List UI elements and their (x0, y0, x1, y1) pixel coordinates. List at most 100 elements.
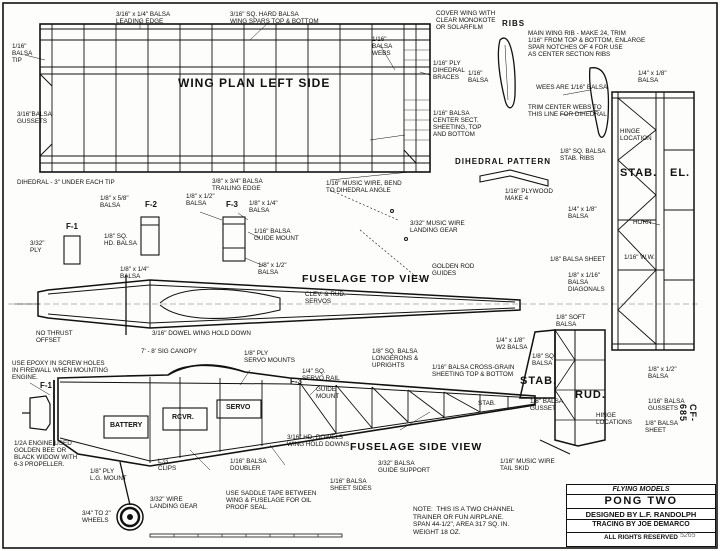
servo-label: SERVO (226, 404, 251, 411)
wing-gussets-note: 3/16"BALSA GUSSETS (17, 111, 52, 125)
stab-plan (611, 91, 695, 351)
servos-note: CLEV. & RUD. SERVOS (305, 291, 346, 305)
ribs-note: MAIN WING RIB - MAKE 24, TRIM 1/16" FROM… (528, 30, 646, 58)
former-f2-note-3: 1/8" x 1/4" BALSA (120, 266, 149, 280)
doubler-note: 1/16" BALSA DOUBLER (230, 458, 267, 472)
ribs-title: RIBS (502, 19, 526, 28)
firewall-epoxy-note: USE EPOXY IN SCREW HOLES IN FIREWALL WHE… (12, 360, 109, 381)
title-block-rule (567, 519, 715, 520)
rudder-balsa-note: 1/8" x 1/2" BALSA (648, 366, 677, 380)
title-block-rule (567, 494, 715, 495)
signature: 5265 (680, 532, 696, 539)
fin-square-balsa-note: 1/8" SQ BALSA (532, 353, 554, 367)
general-note: NOTE: THIS IS A TWO CHANNEL TRAINER OR F… (413, 506, 515, 536)
side-stab-title: STAB. (520, 375, 558, 387)
longerons-note: 1/8" SQ. BALSA LONGERONS & UPRIGHTS (372, 348, 419, 369)
wing-tip-note: 1/16" BALSA TIP (12, 43, 33, 64)
designer-credit: DESIGNED BY L.F. RANDOLPH (585, 510, 697, 519)
ribs-trim-webs-note: TRIM CENTER WEBS TO THIS LINE FOR DIHEDR… (528, 104, 607, 118)
stab-title: STAB. (620, 167, 658, 179)
saddle-tape-note: USE SADDLE TAPE BETWEEN WING & FUSELAGE … (226, 490, 317, 511)
tail-skid-note: 1/16" MUSIC WIRE TAIL SKID (500, 458, 555, 472)
fuselage-top-view (8, 189, 700, 335)
stab-balsa-note: 1/4" x 1/8" BALSA (568, 206, 597, 220)
servo-rail-note: 1/4" SQ. SERVO RAIL (302, 368, 340, 382)
rib-balsa-label: 1/16" BALSA (468, 70, 489, 84)
stab-diagonals-note: 1/8" x 1/16" BALSA DIAGONALS (568, 272, 605, 293)
title-block-rule (567, 508, 715, 509)
guide-mount-note: GUIDE MOUNT (316, 386, 340, 400)
no-thrust-offset-note: NO THRUST OFFSET (36, 330, 73, 344)
title-block: FLYING MODELS PONG TWO DESIGNED BY L.F. … (566, 484, 716, 547)
wing-plan (24, 20, 431, 181)
lg-clips-note: L.G. CLIPS (158, 458, 177, 472)
wing-dowel-note: 3/16" DOWEL WING HOLD DOWN (152, 330, 251, 337)
fuselage-side-view-title: FUSELAGE SIDE VIEW (350, 441, 483, 453)
former-f3-note-2: 1/8" x 1/4" BALSA (249, 200, 278, 214)
sheet-sides-note: 1/16" BALSA SHEET SIDES (330, 478, 372, 492)
wing-wire-note: 1/16" MUSIC WIRE, BEND TO DIHEDRAL ANGLE (326, 180, 402, 194)
receiver-label: RCVR. (172, 414, 194, 421)
former-f3-note-3: 1/16" BALSA GUIDE MOUNT (254, 228, 299, 242)
magazine-name: FLYING MODELS (612, 486, 670, 493)
wing-dihedral-tip-note: DIHEDRAL - 3" UNDER EACH TIP (17, 179, 115, 186)
rudder-gussets-note: 1/16" BALSA GUSSETS (648, 398, 685, 412)
rudder-title: RUD. (575, 389, 606, 401)
cross-grain-sheeting-note: 1/16" BALSA CROSS-GRAIN SHEETING TOP & B… (432, 364, 515, 378)
dihedral-pattern (479, 169, 549, 187)
rib-drawings (497, 37, 610, 138)
battery-label: BATTERY (110, 422, 143, 429)
fuselage-top-view-title: FUSELAGE TOP VIEW (302, 273, 431, 285)
wing-webs-note: 1/16" BALSA WEBS (372, 36, 393, 57)
tail-wire-note: 1/16" W.W. (624, 254, 655, 261)
former-f3-title: F-3 (226, 200, 238, 209)
title-block-rule (567, 532, 715, 533)
fin-soft-balsa-note: 1/8" SOFT BALSA (556, 314, 586, 328)
landing-gear-wire-note: 3/32" MUSIC WIRE LANDING GEAR (410, 220, 465, 234)
wing-center-sheeting-note: 1/16" BALSA CENTER SECT. SHEETING, TOP A… (433, 110, 482, 138)
wing-cover-note: COVER WING WITH CLEAR MONOKOTE OR SOLARF… (436, 10, 496, 31)
former-f2-note-2: 1/8" SQ. HD. BALSA (104, 233, 137, 247)
elevator-title: EL. (670, 167, 691, 179)
engine-note: 1/2A ENGINE USED GOLDEN BEE OR BLACK WID… (14, 440, 78, 468)
former-f2-title: F-2 (145, 200, 157, 209)
wing-spars-note: 3/16" SQ. HARD BALSA WING SPARS TOP & BO… (230, 11, 319, 25)
stab-sheet-note: 1/8" BALSA SHEET (550, 256, 606, 263)
plan-name: PONG TWO (604, 495, 678, 507)
former-f3-note: 1/8" x 1/2" BALSA (186, 193, 215, 207)
fin-gusset-note: 1/8" BALSA GUSSET (530, 398, 564, 412)
fuselage-side-view (22, 364, 536, 538)
side-stab-label: STAB. (478, 400, 496, 407)
plan-number: CF-685 (678, 404, 698, 423)
ribs-wees-note: WEES ARE 1/16" BALSA (536, 84, 608, 91)
tracer-credit: TRACING BY JOE DEMARCO (592, 521, 690, 528)
side-f3-label: F-3 (290, 377, 302, 386)
former-f2-note: 1/8" x 5/8" BALSA (100, 195, 129, 209)
dihedral-pattern-title: DIHEDRAL PATTERN (455, 157, 551, 166)
fin-rudder (519, 329, 606, 455)
stab-ribs-note: 1/8" SQ. BALSA STAB. RIBS (560, 148, 606, 162)
rights-notice: ALL RIGHTS RESERVED (604, 534, 678, 541)
hinge-location-note: HINGE LOCATION (620, 128, 652, 142)
side-f1-label: F-1 (40, 381, 52, 390)
wheels-note: 3/4" TO 2" WHEELS (82, 510, 111, 524)
dihedral-pattern-note: 1/16" PLYWOOD MAKE 4 (505, 188, 553, 202)
golden-rod-guides-note: GOLDEN ROD GUIDES (432, 263, 475, 277)
servo-mounts-note: 1/8" PLY SERVO MOUNTS (244, 350, 295, 364)
wing-dowels-note: 3/16" HD. DOWELS WING HOLD DOWNS (287, 434, 350, 448)
former-f1-title: F-1 (66, 222, 78, 231)
stab-outline-note: 1/4" x 1/8" BALSA (638, 70, 667, 84)
former-f1-note: 3/32" PLY (30, 240, 45, 254)
lg-mount-note: 1/8" PLY L.G. MOUNT (90, 468, 127, 482)
hinge-locations-note: HINGE LOCATIONS (596, 412, 632, 426)
landing-gear-wire-side-note: 3/32" WIRE LANDING GEAR (150, 496, 198, 510)
wing-plan-title: WING PLAN LEFT SIDE (178, 76, 331, 90)
wing-leading-edge-note: 3/16" x 1/4" BALSA LEADING EDGE (116, 11, 171, 25)
former-f3-note-4: 1/8" x 1/2" BALSA (258, 262, 287, 276)
former-drawings (63, 211, 265, 267)
wing-dihedral-braces-note: 1/16" PLY DIHEDRAL BRACES (433, 60, 465, 81)
fin-balsa-note: 1/4" x 1/8" W2 BALSA (496, 337, 528, 351)
